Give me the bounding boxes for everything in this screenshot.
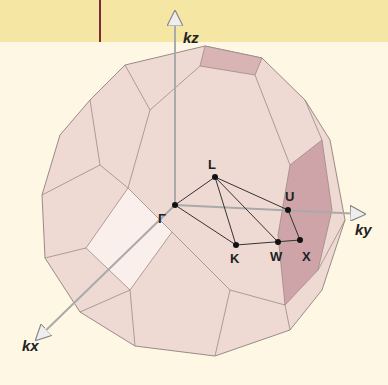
point-label: L <box>208 158 216 171</box>
symmetry-path <box>175 177 300 245</box>
hexagon-face <box>278 140 332 305</box>
rule-line <box>99 0 101 42</box>
point-label: Γ <box>158 212 166 225</box>
square-face <box>86 188 172 290</box>
point-label: X <box>302 250 311 263</box>
axis-label: kx <box>22 338 39 353</box>
point-label: U <box>285 190 294 203</box>
zone-outline <box>42 46 345 356</box>
symmetry-points <box>172 174 303 248</box>
axis-label: ky <box>355 222 372 237</box>
axis-label: kz <box>183 30 199 45</box>
axes <box>38 14 362 338</box>
point-label: W <box>270 250 282 263</box>
top-face <box>200 46 262 75</box>
point-label: K <box>230 252 239 265</box>
